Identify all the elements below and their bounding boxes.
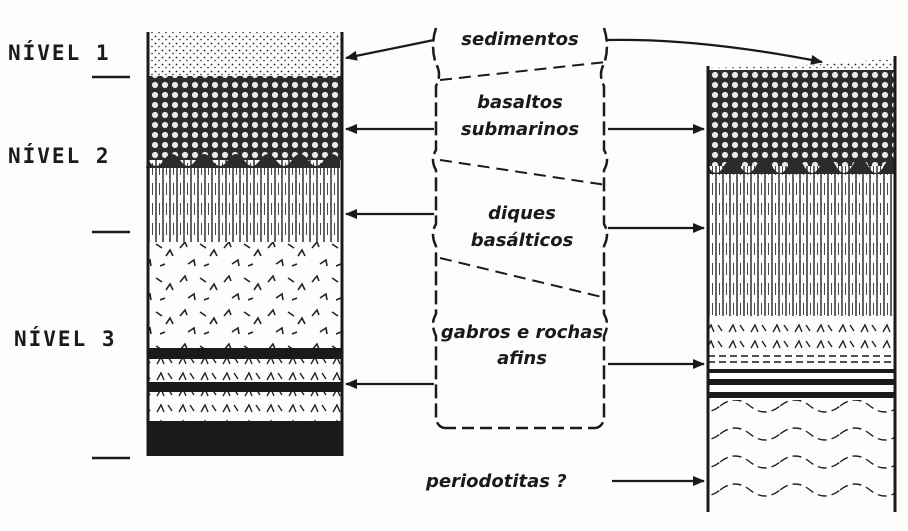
right-pillow-basalt-layer — [708, 70, 895, 166]
level-3-label: NÍVEL 3 — [14, 326, 117, 351]
right-dark-band-3 — [708, 392, 895, 398]
arrow-sediment-right — [606, 40, 822, 62]
label-afins: afins — [497, 348, 547, 369]
box-left-edge — [433, 28, 444, 428]
level-2-label: NÍVEL 2 — [8, 143, 111, 168]
left-column — [146, 32, 342, 456]
label-diques: diques — [488, 203, 556, 224]
left-dark-band-3 — [148, 421, 342, 456]
label-basaltos: basaltos — [477, 92, 563, 113]
label-basalticos: basálticos — [471, 230, 574, 251]
label-submarinos: submarinos — [461, 119, 580, 140]
arrow-sediment-left — [346, 40, 434, 58]
left-gabbro-layer — [148, 242, 342, 348]
depth-ticks — [92, 77, 130, 458]
right-gabbro-layer — [708, 316, 895, 354]
right-column — [708, 56, 895, 512]
left-pillow-basalt-layer — [148, 76, 342, 160]
left-dark-band-2 — [148, 382, 342, 392]
box-right-edge — [596, 28, 607, 428]
right-dark-band-1 — [708, 369, 895, 373]
left-sediment-layer — [148, 32, 342, 76]
right-peridotite-layer — [708, 400, 895, 510]
right-dark-band-2 — [708, 379, 895, 385]
left-gabbro-band-2 — [148, 392, 342, 421]
right-dyke-layer — [708, 166, 895, 316]
center-label-box: sedimentos basaltos submarinos diques ba… — [433, 28, 607, 428]
divider-3 — [440, 258, 606, 298]
label-periodotitas: periodotitas ? — [425, 471, 567, 492]
divider-2 — [440, 160, 606, 185]
right-sediment-layer — [708, 58, 895, 72]
left-dyke-layer — [148, 160, 342, 242]
label-sedimentos: sedimentos — [461, 29, 579, 50]
label-gabros: gabros e rochas — [441, 322, 603, 343]
left-dark-band-1 — [148, 348, 342, 359]
divider-1 — [440, 62, 606, 80]
left-gabbro-band-1 — [148, 359, 342, 382]
level-1-label: NÍVEL 1 — [8, 40, 111, 65]
